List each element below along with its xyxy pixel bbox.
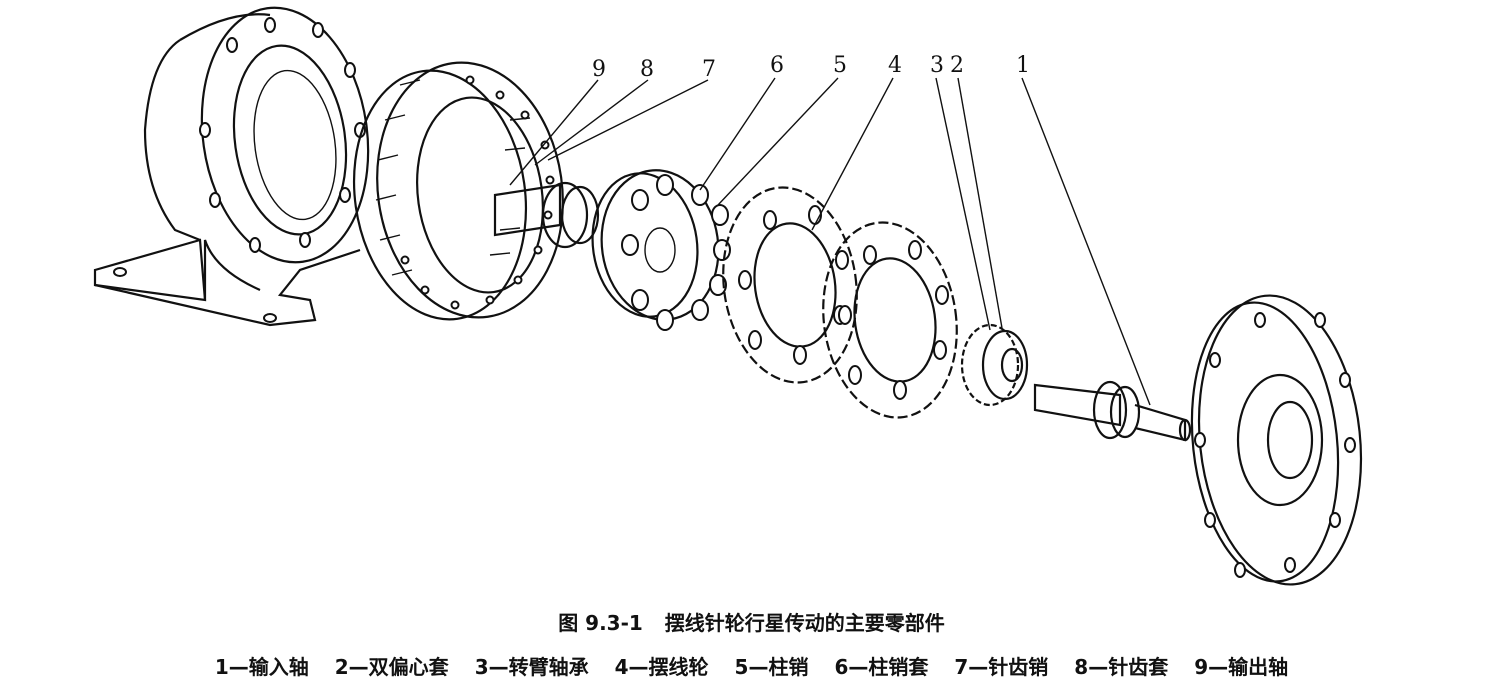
figure-caption: 图 9.3-1 摆线针轮行星传动的主要零部件 xyxy=(0,607,1503,636)
legend-item: 6—柱销套 xyxy=(834,655,929,679)
exploded-view-drawing: 9 8 7 6 5 4 3 2 1 xyxy=(93,6,1363,586)
callout-5: 5 xyxy=(833,53,847,78)
legend-item: 1—输入轴 xyxy=(214,655,309,679)
callout-1: 1 xyxy=(1016,53,1030,78)
figure-number: 图 9.3-1 xyxy=(558,611,643,635)
figure-title: 摆线针轮行星传动的主要零部件 xyxy=(664,611,945,635)
legend-item: 5—柱销 xyxy=(734,655,809,679)
input-shaft xyxy=(1033,380,1192,442)
callout-numbers: 9 8 7 6 5 4 3 2 1 xyxy=(592,53,1030,82)
callout-3: 3 xyxy=(930,53,944,78)
legend-item: 3—转臂轴承 xyxy=(474,655,589,679)
callout-6: 6 xyxy=(770,53,784,78)
callout-4: 4 xyxy=(888,53,902,78)
callout-8: 8 xyxy=(640,57,654,82)
legend-item: 9—输出轴 xyxy=(1194,655,1289,679)
housing-bolt-holes xyxy=(113,17,366,323)
needle-pins xyxy=(375,79,531,276)
parts-legend: 1—输入轴 2—双偏心套 3—转臂轴承 4—摆线轮 5—柱销 6—柱销套 7—针… xyxy=(0,651,1503,680)
legend-item: 2—双偏心套 xyxy=(334,655,449,679)
callout-9: 9 xyxy=(592,57,606,82)
housing xyxy=(93,6,370,327)
pins xyxy=(621,174,731,331)
cycloid-disc-2 xyxy=(822,221,958,419)
legend-item: 4—摆线轮 xyxy=(614,655,709,679)
output-shaft-assembly xyxy=(493,169,731,331)
pin-gear-ring xyxy=(352,61,564,321)
callout-7: 7 xyxy=(702,57,716,82)
legend-item: 7—针齿销 xyxy=(954,655,1049,679)
cycloid-disc-1 xyxy=(722,186,858,384)
leader-lines xyxy=(509,77,1151,406)
end-cover xyxy=(1190,294,1363,586)
arm-bearing xyxy=(960,323,1029,407)
legend-item: 8—针齿套 xyxy=(1074,655,1169,679)
callout-2: 2 xyxy=(950,53,964,78)
ring-holes xyxy=(400,75,555,310)
